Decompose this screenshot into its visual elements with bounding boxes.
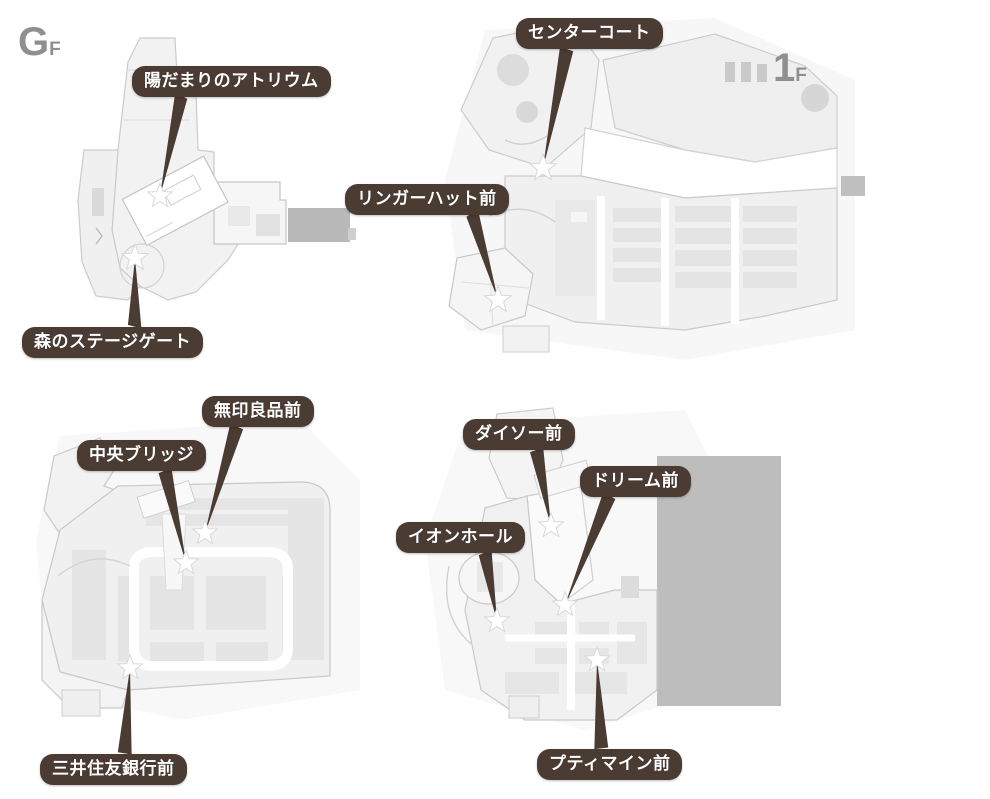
callout-ringerhut[interactable]: リンガーハット前: [345, 184, 509, 215]
floor-tag-number: G: [18, 20, 49, 64]
floor-tag-suffix: F: [49, 39, 61, 60]
floor-tag-gf: GF: [18, 22, 61, 62]
callout-stage-gate[interactable]: 森のステージゲート: [22, 327, 204, 358]
floor-plan-3f: [425, 407, 781, 730]
callout-daiso[interactable]: ダイソー前: [463, 419, 575, 450]
callout-central-bridge[interactable]: 中央ブリッジ: [77, 440, 206, 471]
floor-tag-1f: 1F: [773, 48, 807, 88]
floor-tag-suffix: F: [795, 65, 807, 86]
callout-muji[interactable]: 無印良品前: [202, 396, 314, 427]
floor-panel-gf[interactable]: GF: [0, 0, 400, 395]
callout-smbc-bank[interactable]: 三井住友銀行前: [40, 754, 187, 785]
floor-plan-gf: [77, 37, 356, 301]
callout-aeon-hall[interactable]: イオンホール: [396, 522, 525, 553]
callout-petit-main[interactable]: プティマイン前: [537, 749, 683, 780]
floor-panel-3f[interactable]: 3F: [385, 390, 990, 799]
floor-tag-number: 1: [773, 46, 795, 90]
callout-dream[interactable]: ドリーム前: [580, 466, 691, 497]
callout-center-court[interactable]: センターコート: [516, 18, 663, 49]
callout-atrium[interactable]: 陽だまりのアトリウム: [132, 66, 331, 97]
